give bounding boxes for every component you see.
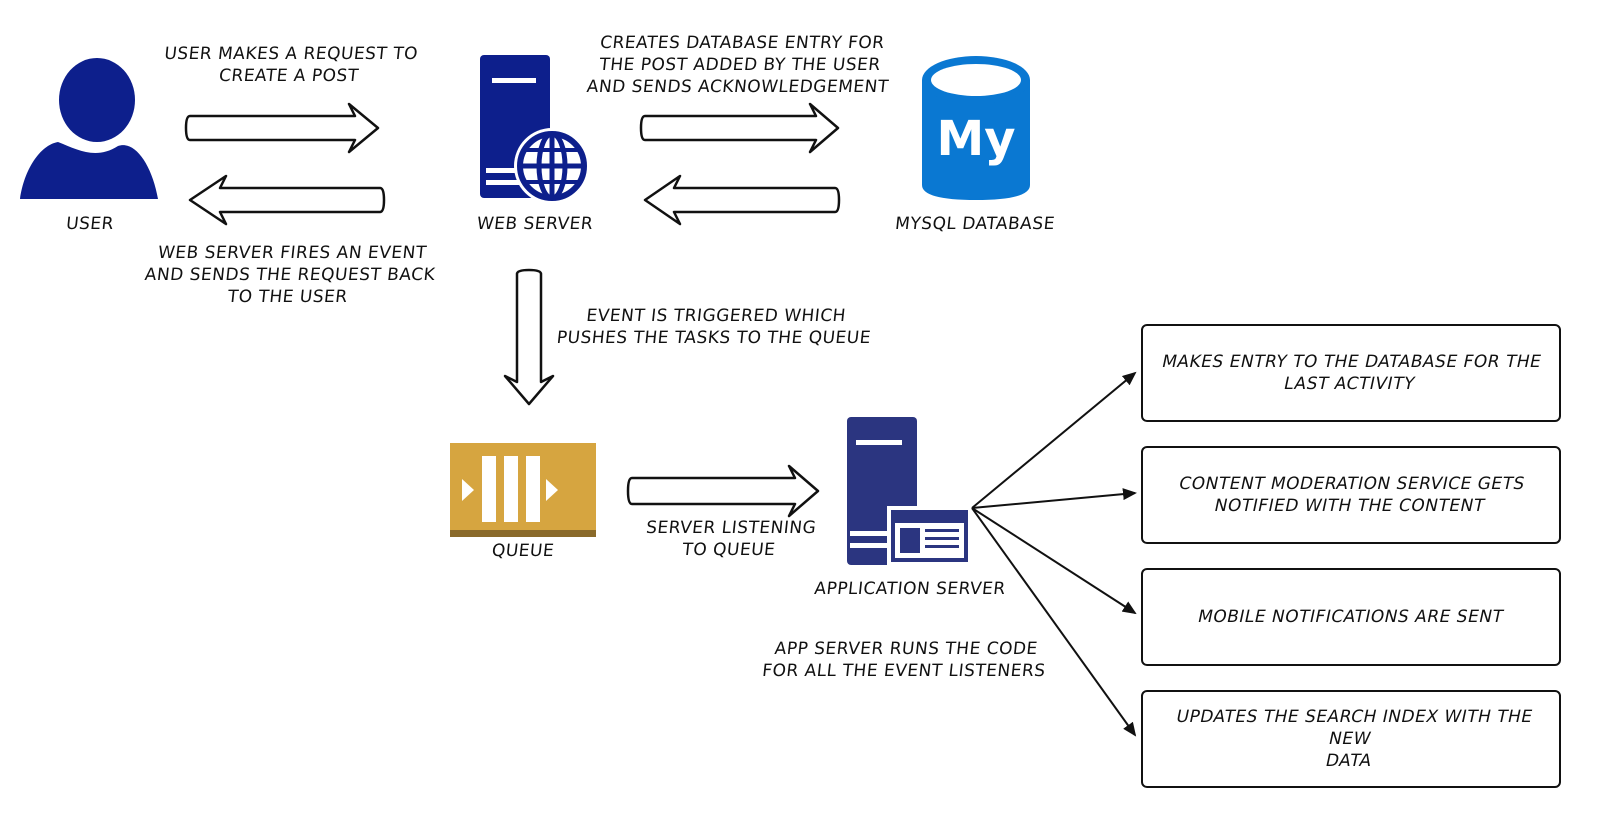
listener-box-text: MAKES ENTRY TO THE DATABASE FOR THE LAST… [1147,351,1555,395]
listener-line-1: MOBILE NOTIFICATIONS ARE SENT [1196,607,1506,627]
event-trigger-label-line-2: PUSHES THE TASKS TO THE QUEUE [555,328,872,348]
app-runs-label-line-1: APP SERVER RUNS THE CODE [773,639,1039,659]
listener-arrow-3 [971,507,1137,615]
listener-line-2: LAST ACTIVITY [1282,374,1418,394]
app-runs-label-line-2: FOR ALL THE EVENT LISTENERS [761,661,1047,681]
listener-box-last-activity: MAKES ENTRY TO THE DATABASE FOR THE LAST… [1141,324,1561,422]
mysql-database-icon: My [922,56,1030,200]
db-entry-label-line-3: AND SENDS ACKNOWLEDGEMENT [585,77,890,97]
listener-line-1: UPDATES THE SEARCH INDEX WITH THE NEW [1174,707,1535,749]
user-label: USER [65,214,115,234]
db-entry-label-line-1: CREATES DATABASE ENTRY FOR [599,33,886,53]
application-server-label: APPLICATION SERVER [813,579,1007,599]
event-trigger-label-line-1: EVENT IS TRIGGERED WHICH [585,306,847,326]
listener-arrow-1 [971,371,1137,509]
listener-box-text: UPDATES THE SEARCH INDEX WITH THE NEW DA… [1140,706,1563,772]
listening-label-line-2: TO QUEUE [681,540,777,560]
event-trigger-label: EVENT IS TRIGGERED WHICH PUSHES THE TASK… [543,305,888,349]
request-label-line-1: USER MAKES A REQUEST TO [163,44,419,64]
request-label-line-2: CREATE A POST [217,66,360,86]
db-ack-arrow-left [643,174,841,226]
response-label-line-1: WEB SERVER FIRES AN EVENT [156,243,428,263]
listener-box-text: MOBILE NOTIFICATIONS ARE SENT [1185,606,1517,628]
web-server-icon [480,55,590,204]
mysql-logo-text: My [936,111,1015,167]
queue-label: QUEUE [490,541,556,561]
listener-box-text: CONTENT MODERATION SERVICE GETS NOTIFIED… [1164,473,1538,517]
mysql-database-label: MYSQL DATABASE [894,214,1056,234]
request-arrow-right [184,102,380,154]
user-icon [20,58,158,199]
listening-label: SERVER LISTENING TO QUEUE [628,517,833,561]
listening-label-line-1: SERVER LISTENING [645,518,818,538]
db-write-arrow-right [639,102,840,154]
listener-arrow-4 [971,507,1137,737]
db-entry-label: CREATES DATABASE ENTRY FOR THE POST ADDE… [577,32,904,98]
response-arrow-left [188,174,386,226]
listener-line-1: CONTENT MODERATION SERVICE GETS [1177,474,1527,494]
listener-box-content-moderation: CONTENT MODERATION SERVICE GETS NOTIFIED… [1141,446,1561,544]
listener-line-1: MAKES ENTRY TO THE DATABASE FOR THE [1160,352,1544,372]
response-label-line-3: TO THE USER [226,287,349,307]
listener-arrow-2 [971,488,1137,509]
web-server-label: WEB SERVER [475,214,595,234]
listener-box-mobile-notifications: MOBILE NOTIFICATIONS ARE SENT [1141,568,1561,666]
response-label: WEB SERVER FIRES AN EVENT AND SENDS THE … [127,242,454,308]
listener-box-search-index: UPDATES THE SEARCH INDEX WITH THE NEW DA… [1141,690,1561,788]
request-label: USER MAKES A REQUEST TO CREATE A POST [138,43,443,87]
queue-icon [450,443,596,537]
app-runs-label: APP SERVER RUNS THE CODE FOR ALL THE EVE… [748,638,1063,682]
db-entry-label-line-2: THE POST ADDED BY THE USER [598,55,882,75]
event-arrow-down [503,268,555,406]
listener-line-2: NOTIFIED WITH THE CONTENT [1212,496,1487,516]
application-server-icon [847,417,972,566]
response-label-line-2: AND SENDS THE REQUEST BACK [143,265,437,285]
listen-arrow-right [626,464,820,518]
listener-line-2: DATA [1323,751,1374,771]
